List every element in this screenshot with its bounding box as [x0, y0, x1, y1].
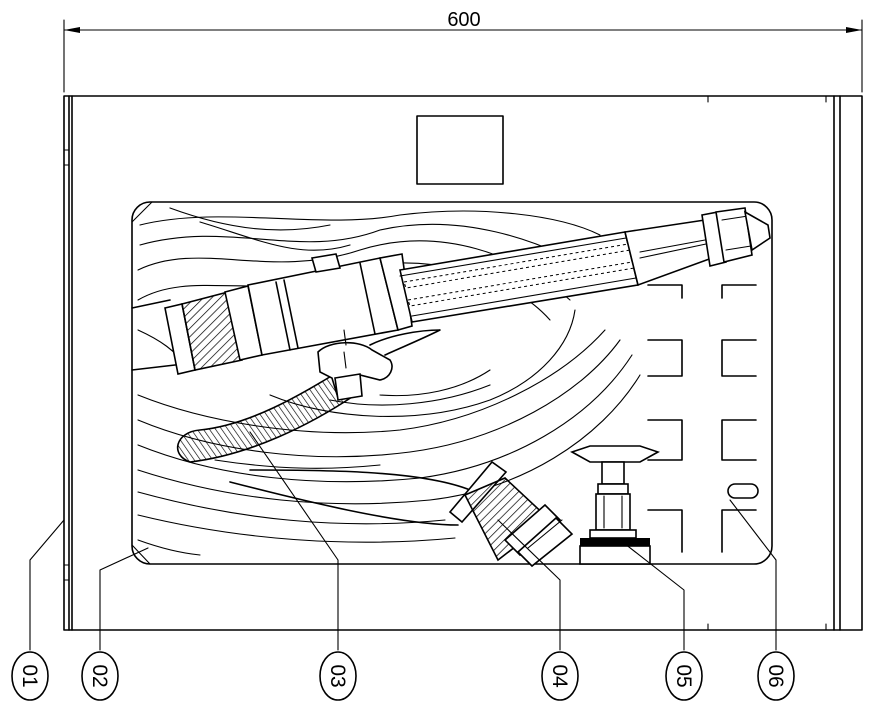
- cabinet-frame: [63, 95, 863, 631]
- leader-lines: [29, 431, 777, 651]
- slot-cutout: [727, 483, 759, 499]
- callout-02: 02: [81, 651, 119, 701]
- door-panel: [131, 201, 773, 565]
- coupling: [448, 460, 574, 568]
- valve: [570, 445, 660, 565]
- hose-ribbon: [176, 370, 357, 463]
- callout-03-label: 03: [326, 664, 349, 687]
- dimension-arrow-right: [846, 27, 862, 33]
- callout-04-label: 04: [548, 664, 571, 688]
- callout-04: 04: [541, 651, 579, 701]
- callout-01-label: 01: [18, 664, 41, 687]
- callout-06: 06: [757, 651, 795, 701]
- panel-cutouts: [647, 284, 759, 553]
- callout-01: 01: [11, 651, 49, 701]
- callout-02-label: 02: [88, 664, 111, 687]
- dimension-label: 600: [447, 9, 480, 31]
- callout-05: 05: [665, 651, 703, 701]
- width-dimension: 600: [63, 9, 863, 93]
- nozzle: [164, 207, 771, 401]
- dimension-arrow-left: [64, 27, 80, 33]
- callout-06-label: 06: [764, 664, 787, 687]
- callout-03: 03: [319, 651, 357, 701]
- callout-05-label: 05: [672, 664, 695, 687]
- hose-tube: [131, 299, 471, 491]
- sign-plate: [416, 115, 504, 185]
